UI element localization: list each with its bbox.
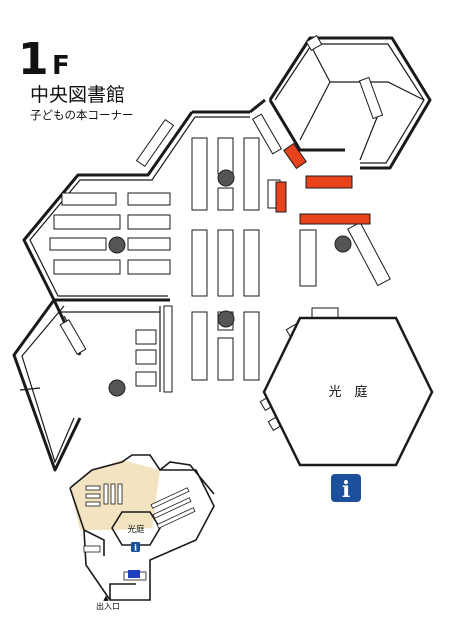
locator-current-area (128, 570, 140, 578)
locator-map: 光庭 i ▲ 出入口 (69, 454, 215, 611)
inner-walls (19, 43, 425, 464)
locator-shelves (83, 483, 196, 581)
courtyard-label: 光 庭 (328, 384, 367, 400)
locator-information-icon (131, 542, 140, 552)
building-name: 中央図書館 (30, 84, 125, 106)
locator-courtyard-label: 光庭 (127, 524, 145, 535)
information-glyph: i (342, 477, 350, 503)
outer-walls (12, 36, 432, 472)
floor-number: 1 (18, 34, 49, 85)
section-name: 子どもの本コーナー (30, 108, 134, 122)
svg-text:i: i (134, 543, 137, 553)
entrance-label: 出入口 (96, 601, 120, 611)
information-icon[interactable]: i (331, 474, 361, 503)
floor-letter: F (52, 51, 70, 81)
entrance-marker: ▲ (103, 594, 109, 602)
structural-columns (108, 169, 352, 397)
courtyard (262, 316, 434, 467)
children-shelves-highlight (275, 142, 371, 225)
locator-outline (69, 454, 215, 601)
